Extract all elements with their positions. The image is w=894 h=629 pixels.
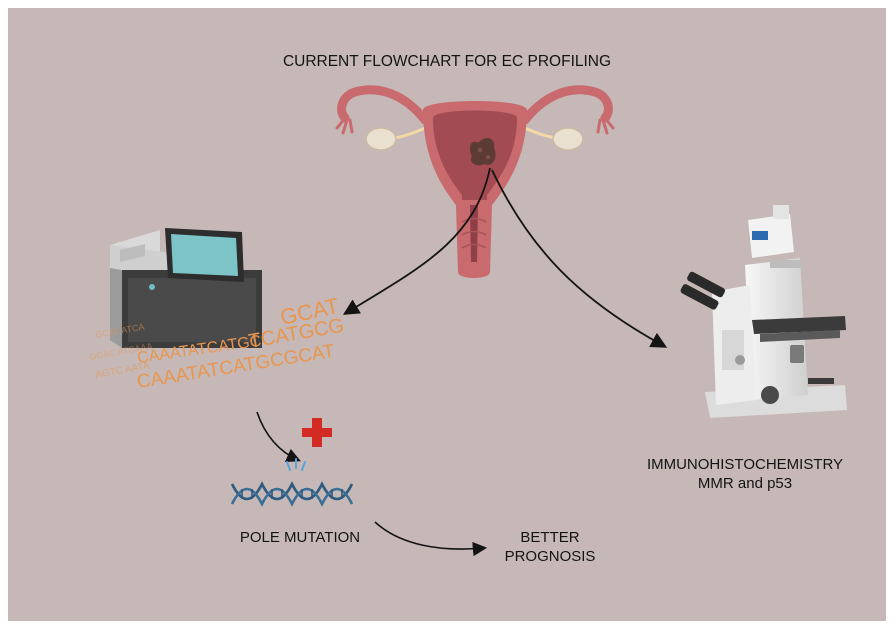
microscope-illustration (680, 205, 847, 418)
prognosis-label: BETTER PROGNOSIS (490, 528, 610, 566)
ihc-label-line1: IMMUNOHISTOCHEMISTRY (620, 455, 870, 474)
plus-icon (302, 418, 332, 447)
ihc-label-line2: MMR and p53 (620, 474, 870, 493)
uterus-illustration (337, 90, 613, 278)
prognosis-label-line2: PROGNOSIS (490, 547, 610, 566)
ihc-label: IMMUNOHISTOCHEMISTRY MMR and p53 (620, 455, 870, 493)
arrow-sequencing-to-pole (257, 412, 298, 460)
dna-helix-icon (232, 459, 352, 504)
pole-mutation-label: POLE MUTATION (205, 528, 395, 547)
prognosis-label-line1: BETTER (490, 528, 610, 547)
arrow-to-microscope (492, 170, 664, 346)
